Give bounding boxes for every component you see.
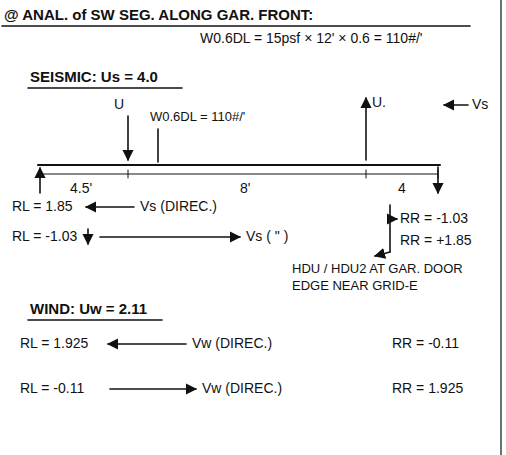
dimension-tick (40, 170, 41, 178)
underline (28, 87, 182, 89)
handwritten-note: Vs (DIREC.) (140, 198, 217, 215)
direction-arrow (86, 206, 134, 208)
handwritten-note: WIND: Uw = 2.11 (30, 300, 147, 317)
handwritten-note: 4.5' (70, 180, 92, 197)
uplift-arrow (365, 98, 367, 160)
underline (28, 319, 162, 321)
leader-line (157, 129, 159, 162)
handwritten-note: Vw (DIREC.) (202, 380, 282, 397)
beam (38, 164, 440, 166)
direction-arrow (100, 236, 240, 238)
sheet-edge (500, 0, 501, 455)
hold-down-leader (390, 218, 397, 220)
handwritten-note: U. (372, 94, 386, 111)
handwritten-note: RR = -1.03 (400, 210, 468, 227)
reaction-arrow (437, 167, 439, 193)
handwritten-note: RL = 1.925 (20, 335, 88, 352)
dimension-tick (438, 170, 439, 178)
handwritten-note: RL = 1.85 (12, 198, 73, 215)
dimension-line (40, 174, 438, 175)
direction-arrow (110, 388, 196, 390)
handwritten-note: HDU / HDU2 AT GAR. DOOR EDGE NEAR GRID-E (292, 260, 492, 294)
dimension-tick (366, 170, 367, 178)
handwritten-note: Vs (472, 96, 488, 113)
hold-down-leader (375, 252, 390, 256)
handwritten-note: U (114, 96, 124, 113)
handwritten-note: RR = +1.85 (400, 232, 472, 249)
down-arrow (87, 229, 89, 244)
dimension-tick (128, 170, 129, 178)
shear-arrow (444, 104, 468, 106)
handwritten-note: Vs ( " ) (246, 228, 288, 245)
handwritten-note: RR = 1.925 (392, 380, 463, 397)
handwritten-note: 4 (398, 180, 406, 197)
handwritten-note: W0.6DL = 110#/' (150, 108, 245, 125)
handwritten-note: RL = -0.11 (20, 380, 84, 397)
handwritten-note: 8' (240, 180, 250, 197)
handwritten-note: @ ANAL. of SW SEG. ALONG GAR. FRONT: (4, 6, 313, 23)
uplift-arrow (127, 116, 129, 160)
handwritten-note: RL = -1.03 (12, 228, 77, 245)
handwritten-note: W0.6DL = 15psf × 12' × 0.6 = 110#/' (200, 30, 423, 47)
handwritten-note: Vw (DIREC.) (192, 335, 272, 352)
hold-down-leader (389, 205, 391, 252)
direction-arrow (108, 343, 186, 345)
handwritten-note: RR = -0.11 (392, 335, 459, 352)
underline (2, 25, 470, 27)
reaction-arrow (39, 168, 41, 193)
handwritten-note: SEISMIC: Us = 4.0 (30, 68, 158, 85)
